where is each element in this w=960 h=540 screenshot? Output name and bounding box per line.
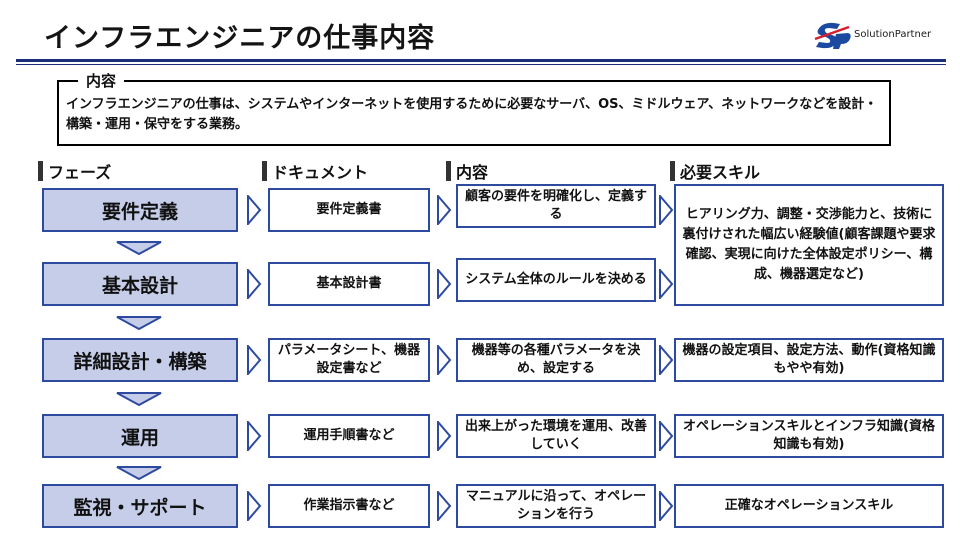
logo-text: SolutionPartner: [854, 29, 932, 40]
document-box: 運用手順書など: [268, 414, 430, 458]
header-bar-icon: [670, 161, 675, 181]
page-title: インフラエンジニアの仕事内容: [44, 23, 436, 54]
content-box: 顧客の要件を明確化し、定義する: [456, 184, 656, 228]
arrow-right-icon: [659, 491, 674, 521]
arrow-right-icon: [659, 345, 674, 375]
phase-requirements: 要件定義: [42, 188, 238, 232]
arrow-right-icon: [659, 195, 674, 225]
skill-box: 機器の設定項目、設定方法、動作(資格知識もやや有効): [674, 338, 944, 382]
skill-box: オペレーションスキルとインフラ知識(資格知識も有効): [674, 414, 944, 458]
document-box: 作業指示書など: [268, 484, 430, 528]
arrow-right-icon: [247, 269, 262, 299]
header-content-label: 内容: [456, 163, 489, 182]
phase-basic-design: 基本設計: [42, 262, 238, 306]
header-document: ドキュメント: [262, 160, 368, 182]
document-box: 要件定義書: [268, 188, 430, 232]
arrow-down-icon: [116, 316, 162, 330]
arrow-right-icon: [247, 421, 262, 451]
header-bar-icon: [446, 161, 451, 181]
arrow-right-icon: [247, 345, 262, 375]
document-box: 基本設計書: [268, 262, 430, 306]
content-box: 出来上がった環境を運用、改善していく: [456, 414, 656, 458]
content-box: マニュアルに沿って、オペレーションを行う: [456, 484, 656, 528]
arrow-right-icon: [659, 421, 674, 451]
arrow-right-icon: [437, 195, 452, 225]
summary-box: [57, 80, 891, 146]
arrow-right-icon: [247, 195, 262, 225]
arrow-right-icon: [437, 421, 452, 451]
header-phase-label: フェーズ: [48, 163, 112, 182]
header-phase: フェーズ: [38, 160, 111, 182]
skill-box: 正確なオペレーションスキル: [674, 484, 944, 528]
arrow-right-icon: [659, 269, 674, 299]
header-skill: 必要スキル: [670, 160, 760, 182]
header-bar-icon: [38, 161, 43, 181]
solution-partner-logo: SolutionPartner: [812, 16, 952, 56]
header-skill-label: 必要スキル: [680, 163, 761, 182]
sp-logo-mark-icon: [814, 22, 851, 49]
title-rule: [16, 59, 946, 62]
header-document-label: ドキュメント: [272, 163, 369, 182]
header-bar-icon: [262, 161, 267, 181]
document-box: パラメータシート、機器設定書など: [268, 338, 430, 382]
summary-text: インフラエンジニアの仕事は、システムやインターネットを使用するために必要なサーバ…: [66, 97, 878, 132]
phase-monitoring-support: 監視・サポート: [42, 484, 238, 528]
title-rule-thin: [16, 64, 946, 65]
arrow-down-icon: [116, 241, 162, 255]
phase-operation: 運用: [42, 414, 238, 458]
skill-box-top: ヒアリング力、調整・交渉能力と、技術に裏付けされた幅広い経験値(顧客課題や要求確…: [674, 184, 944, 306]
header-content: 内容: [446, 160, 488, 182]
arrow-right-icon: [437, 491, 452, 521]
phase-detailed-design: 詳細設計・構築: [42, 338, 238, 382]
arrow-right-icon: [247, 491, 262, 521]
arrow-right-icon: [437, 345, 452, 375]
content-box: システム全体のルールを決める: [456, 258, 656, 302]
summary-label: 内容: [78, 70, 125, 91]
arrow-down-icon: [116, 392, 162, 406]
content-box: 機器等の各種パラメータを決め、設定する: [456, 338, 656, 382]
arrow-down-icon: [116, 466, 162, 480]
arrow-right-icon: [437, 269, 452, 299]
